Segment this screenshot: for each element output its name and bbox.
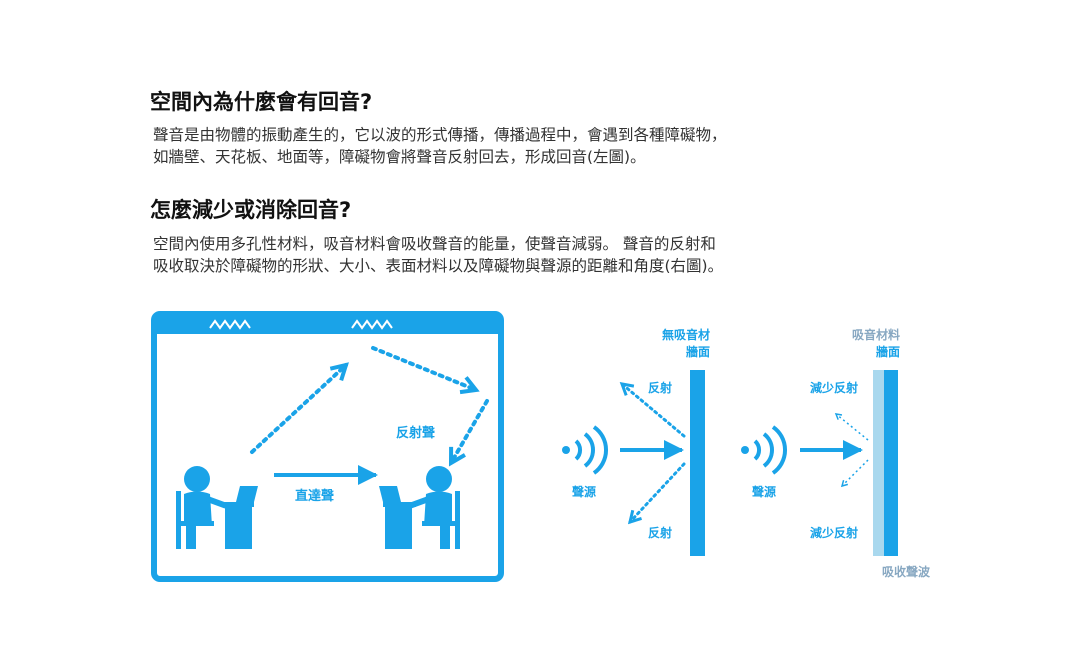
- ceiling-wave-left: [209, 319, 251, 330]
- echo-explanation-line-2: 如牆壁、天花板、地面等，障礙物會將聲音反射回去，形成回音(左圖)。: [153, 148, 646, 166]
- listener-person-icon: [409, 466, 460, 549]
- plain-reflect-up-arrow: [619, 382, 686, 438]
- plain-reflect-bottom-label: 反射: [648, 525, 672, 540]
- echo-explanation-line-1: 聲音是由物體的振動產生的，它以波的形式傳播，傳播過程中，會遇到各種障礙物，: [153, 126, 727, 144]
- echo-explanation: 聲音是由物體的振動產生的，它以波的形式傳播，傳播過程中，會遇到各種障礙物， 如牆…: [153, 124, 727, 168]
- absorb-reflect-down-arrow: [840, 459, 869, 488]
- absorb-reflect-top-label: 減少反射: [810, 380, 858, 395]
- absorb-reflect-bottom-label: 減少反射: [810, 525, 858, 540]
- speaker-desk-icon: [221, 486, 258, 549]
- plain-wall: [690, 370, 705, 556]
- plain-wall-diagram: 無吸音材 牆面 聲源 反射 反射: [562, 327, 710, 556]
- absorb-source-label: 聲源: [752, 484, 776, 499]
- listener-desk-icon: [379, 486, 416, 549]
- sound-source-icon: [741, 425, 787, 475]
- plain-source-label: 聲源: [572, 484, 596, 499]
- reduce-echo-line-2: 吸收取決於障礙物的形狀、大小、表面材料以及障礙物與聲源的距離和角度(右圖)。: [153, 257, 724, 275]
- reduce-echo-explanation: 空間內使用多孔性材料，吸音材料會吸收聲音的能量，使聲音減弱。 聲音的反射和 吸收…: [153, 233, 723, 277]
- absorb-wall: [884, 370, 898, 556]
- room-ceiling: [154, 314, 501, 334]
- ceiling-wave-right: [351, 319, 393, 330]
- reflect-path-down: [448, 399, 489, 467]
- plain-wall-title-line-2: 牆面: [686, 344, 710, 359]
- absorb-reflect-up-arrow: [834, 413, 869, 441]
- reflect-path-up: [250, 362, 349, 454]
- absorb-sound-label: 吸收聲波: [882, 564, 931, 579]
- absorb-material-layer: [873, 370, 884, 556]
- sound-source-icon: [562, 425, 608, 475]
- plain-reflect-top-label: 反射: [648, 380, 672, 395]
- absorb-wall-title-line-2: 牆面: [876, 344, 900, 359]
- reflect-path-across: [371, 346, 480, 395]
- absorb-wall-diagram: 吸音材料 牆面 聲源 減少反射 減少反射 吸收聲波: [741, 327, 931, 579]
- plain-wall-title-line-1: 無吸音材: [662, 327, 710, 342]
- echo-question-title: 空間內為什麼會有回音?: [150, 90, 373, 114]
- reduce-echo-line-1: 空間內使用多孔性材料，吸音材料會吸收聲音的能量，使聲音減弱。 聲音的反射和: [153, 235, 716, 253]
- reduce-echo-title: 怎麼減少或消除回音?: [150, 198, 352, 222]
- absorb-wall-title-line-1: 吸音材料: [852, 327, 900, 342]
- plain-reflect-down-arrow: [627, 462, 686, 525]
- reflected-sound-label: 反射聲: [396, 425, 435, 441]
- direct-sound-label: 直達聲: [295, 488, 334, 504]
- room-diagram: 直達聲 反射聲: [151, 311, 504, 582]
